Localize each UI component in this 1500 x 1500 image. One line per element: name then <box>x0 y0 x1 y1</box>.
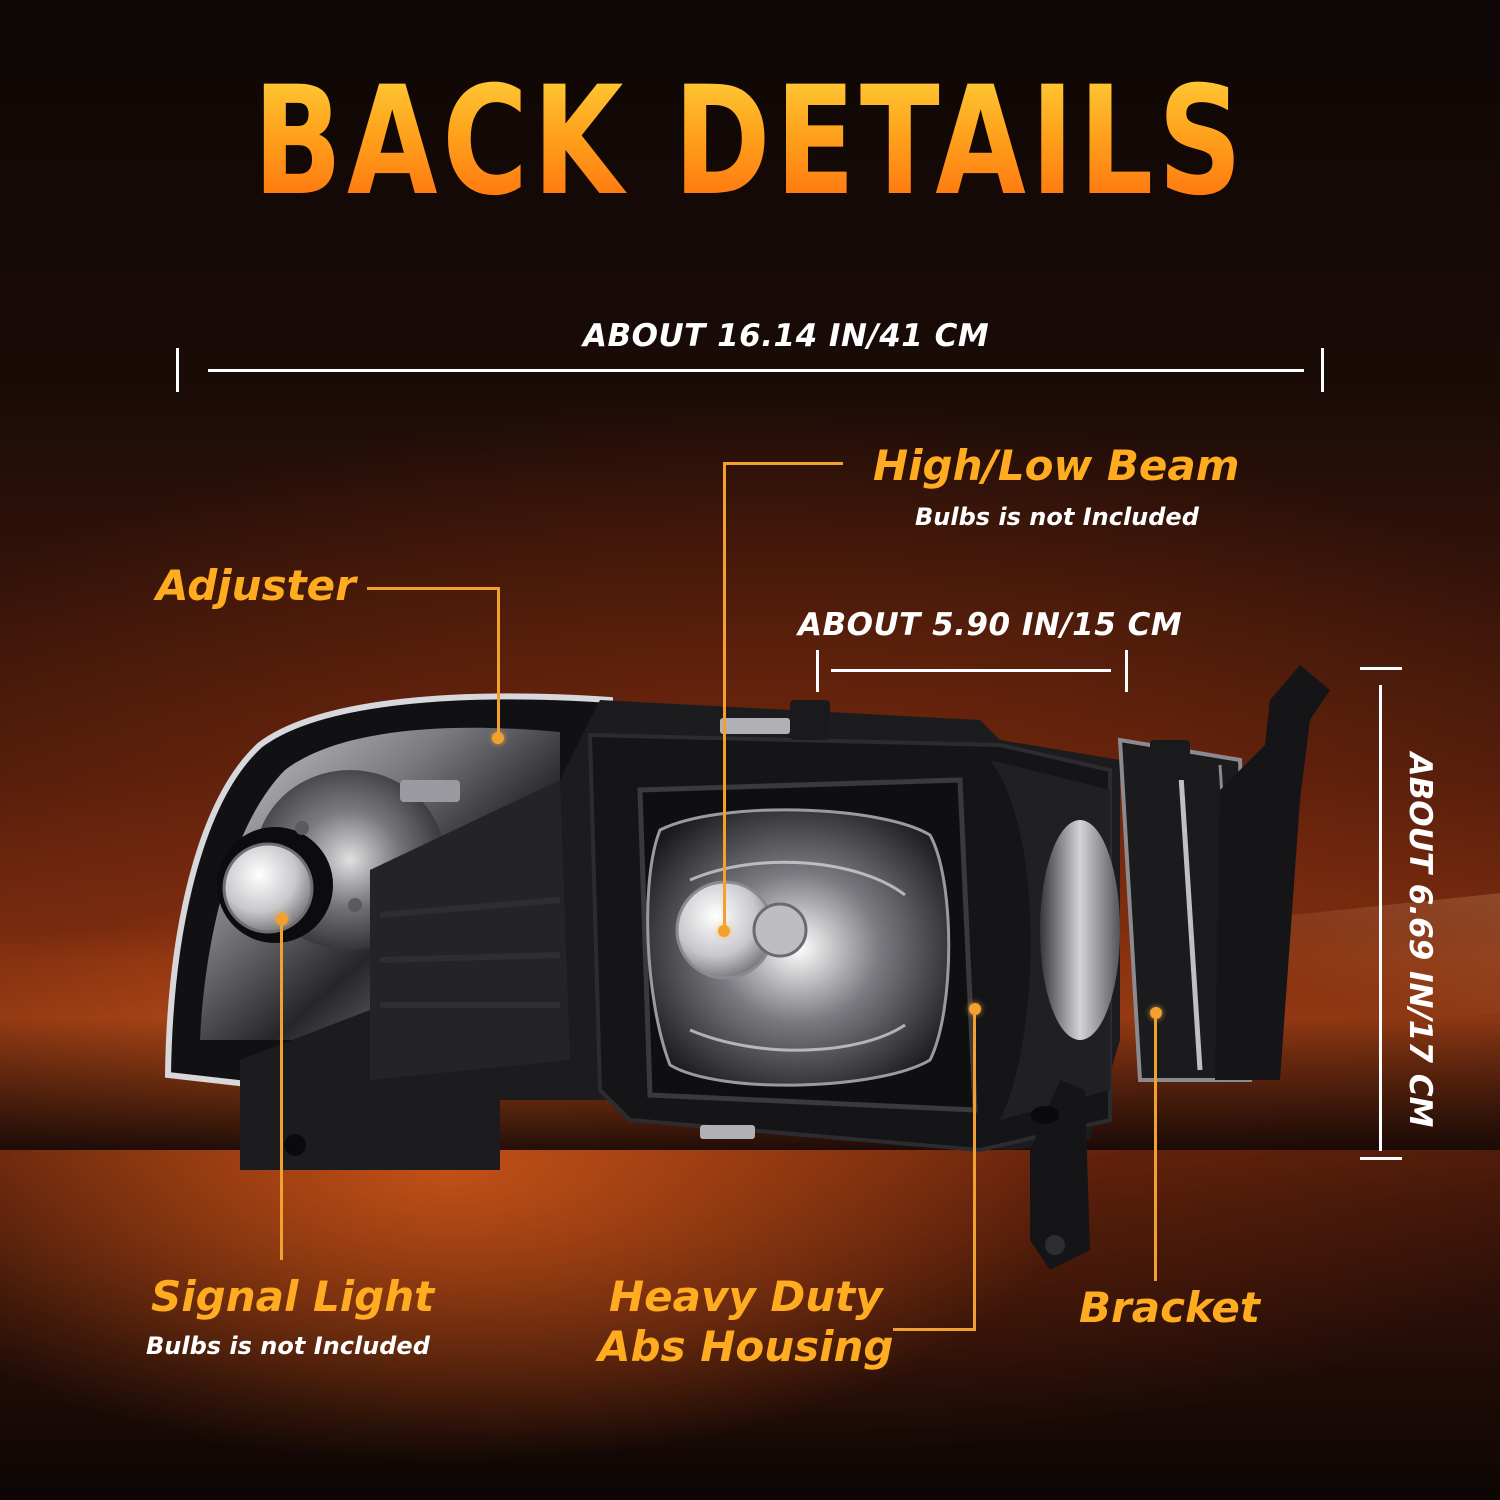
high-low-beam-leader-h <box>723 462 843 465</box>
signal-light-leader-v <box>280 925 283 1260</box>
high-low-beam-marker <box>718 925 730 937</box>
housing-label-line2: Abs Housing <box>598 1322 894 1371</box>
overall-width-tick-left <box>176 348 179 392</box>
bracket-marker <box>1150 1007 1162 1019</box>
bracket-leader-v <box>1154 1019 1157 1281</box>
beam-width-label: ABOUT 5.90 IN/15 CM <box>798 607 1183 643</box>
adjuster-marker <box>492 732 504 744</box>
height-tick-bottom <box>1360 1157 1402 1160</box>
bracket-label: Bracket <box>1079 1283 1260 1332</box>
page-title: BACK DETAILS <box>165 62 1335 222</box>
beam-width-tick-right <box>1125 650 1128 692</box>
adjuster-leader-h <box>367 587 500 590</box>
signal-light-marker <box>276 913 288 925</box>
high-low-beam-label: High/Low Beam <box>873 441 1240 490</box>
adjuster-label: Adjuster <box>156 561 356 610</box>
overall-width-tick-right <box>1321 348 1324 392</box>
adjuster-leader-v <box>497 587 500 737</box>
housing-leader-h <box>893 1328 976 1331</box>
housing-marker <box>969 1003 981 1015</box>
signal-light-note: Bulbs is not Included <box>146 1332 430 1360</box>
high-low-beam-note: Bulbs is not Included <box>915 503 1199 531</box>
high-low-beam-leader-v <box>723 462 726 928</box>
height-label: ABOUT 6.69 IN/17 CM <box>1402 752 1438 1128</box>
housing-label-line1: Heavy Duty <box>609 1272 883 1321</box>
height-tick-top <box>1360 667 1402 670</box>
beam-width-tick-left <box>816 650 819 692</box>
beam-width-line <box>831 669 1111 672</box>
signal-light-label: Signal Light <box>151 1272 435 1321</box>
overall-width-label: ABOUT 16.14 IN/41 CM <box>583 318 990 354</box>
housing-leader-v <box>973 1015 976 1331</box>
overall-width-line <box>208 369 1304 372</box>
height-line <box>1379 685 1382 1151</box>
